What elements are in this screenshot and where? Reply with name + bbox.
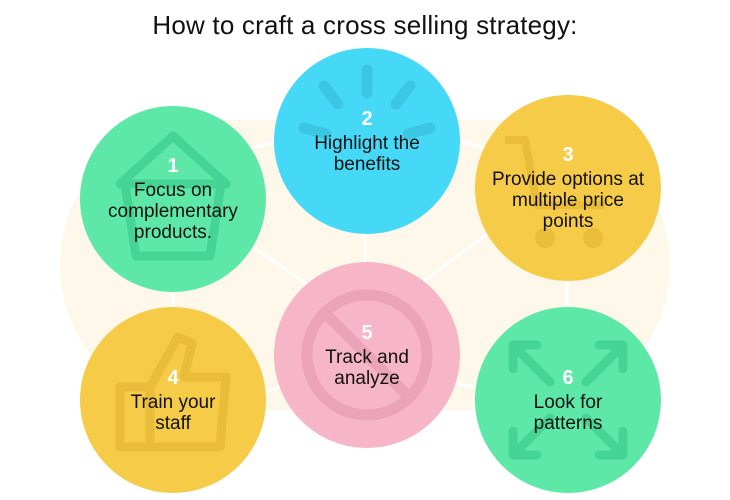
step-label: Focus on complementary products. (108, 180, 238, 243)
step-3-circle: 3 Provide options at multiple price poin… (475, 95, 661, 281)
step-number: 4 (167, 366, 179, 389)
step-label: Look for patterns (533, 391, 603, 434)
thumbs-up-icon (115, 332, 231, 452)
diagram-title: How to craft a cross selling strategy: (152, 10, 578, 40)
step-1-circle: 1 Focus on complementary products. (80, 106, 266, 292)
step-number: 1 (167, 155, 179, 177)
step-label: Provide options at multiple price points (491, 169, 645, 232)
step-4-circle: 4 Train your staff (80, 307, 266, 493)
step-number: 3 (562, 144, 574, 166)
no-sign-icon (301, 289, 433, 421)
step-6-circle: 6 Look for patterns (475, 307, 661, 493)
step-number: 2 (361, 107, 373, 130)
step-label: Track and analyze (325, 346, 409, 389)
step-label: Highlight the benefits (314, 132, 420, 175)
step-label: Train your staff (130, 391, 216, 434)
step-number: 6 (562, 366, 574, 389)
sparkle-icon (298, 64, 436, 140)
step-2-circle: 2 Highlight the benefits (274, 48, 460, 234)
expand-arrows-icon (508, 340, 628, 460)
step-number: 5 (361, 321, 373, 344)
cart-icon (505, 136, 605, 248)
step-5-circle: 5 Track and analyze (274, 262, 460, 448)
basket-icon (115, 131, 231, 261)
